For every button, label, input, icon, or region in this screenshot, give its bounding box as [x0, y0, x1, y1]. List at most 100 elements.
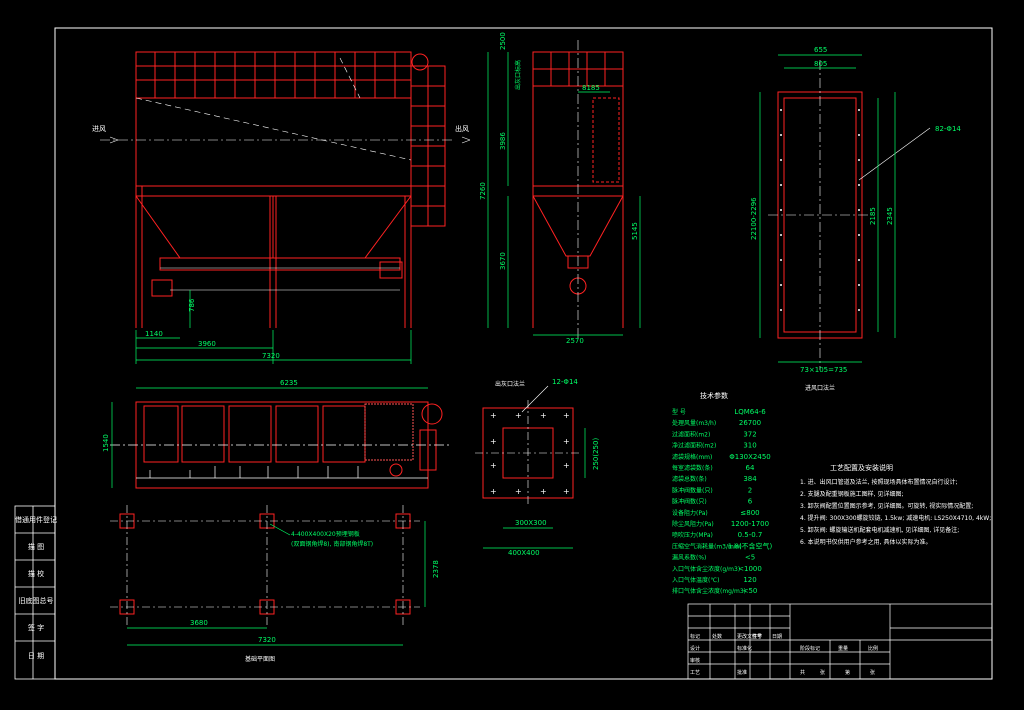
tb-label: 第 — [845, 669, 850, 676]
dim-3960: 3960 — [198, 340, 216, 348]
tb-label: 工艺 — [690, 670, 700, 676]
ash-hole: 12-Φ14 — [552, 378, 578, 386]
tb-label: 张 — [870, 669, 875, 676]
dim-22100: 22100-2296 — [750, 197, 758, 240]
dim-3680: 3680 — [190, 619, 208, 627]
strip-label: 借通用件登记 — [15, 515, 57, 524]
svg-text:+: + — [540, 487, 547, 496]
outlet-label: 出风 — [455, 124, 469, 133]
param-value: 120 — [743, 576, 756, 584]
tb-label: 共 — [800, 669, 805, 676]
dim-6235: 6235 — [280, 379, 298, 387]
svg-text:+: + — [490, 437, 497, 446]
ash-d300: 300X300 — [515, 519, 547, 527]
bolt-holes — [780, 109, 860, 311]
param-label: 滤袋规格(mm) — [672, 453, 712, 461]
tb-label: 批准 — [737, 669, 747, 676]
strip-label: 签 字 — [28, 623, 44, 632]
foundation-view: 4-400X400X20预埋钢板 (双面钢角焊8), 南部钢角焊8T) 2378… — [110, 505, 440, 663]
svg-text:+: + — [490, 487, 497, 496]
param-label: 每室滤袋数(条) — [672, 464, 713, 472]
tb-label: 标准化 — [737, 645, 752, 652]
strip-label: 日 期 — [28, 652, 44, 660]
right-view-caption: 进风口法兰 — [805, 384, 835, 392]
install-notes: 工艺配置及安装说明 1. 进、出风口管道及法兰, 按照现场具体布置情况自行设计;… — [800, 463, 991, 546]
param-label: 喷吹压力(MPa) — [672, 531, 713, 539]
param-label: 除尘风阻力(Pa) — [672, 520, 714, 528]
dim-3986: 3986 — [499, 132, 507, 150]
param-value: <1000 — [738, 565, 762, 573]
dim-7260: 7260 — [479, 182, 487, 200]
strip-label: 旧底图总号 — [19, 596, 54, 605]
dim-2345: 2345 — [886, 207, 894, 225]
plan-view: 6235 1540 — [102, 379, 450, 489]
dim-5145: 5145 — [631, 222, 639, 240]
param-label: 净过滤面积(m2) — [672, 442, 716, 450]
param-label: 处理风量(m3/h) — [672, 419, 716, 427]
tb-label: 处数 — [712, 633, 722, 640]
svg-text:+: + — [563, 461, 570, 470]
ash-d250: 250(250) — [592, 438, 600, 470]
note-line: 6. 本说明书仅供用户参考之用, 具体以实际为准。 — [800, 538, 931, 546]
param-value: 26700 — [739, 419, 761, 427]
ash-flange-view: 出灰口法兰 ++++ ++ ++ ++++ 12-Φ14 250(250) 30… — [475, 378, 600, 557]
ash-d400: 400X400 — [508, 549, 540, 557]
tech-title: 技术参数 — [700, 391, 728, 400]
dim-1140: 1140 — [145, 330, 163, 338]
param-label: 滤袋总数(条) — [672, 475, 707, 483]
foundation-note-1: 4-400X400X20预埋钢板 — [291, 530, 360, 538]
ash-flange-title: 出灰口法兰 — [495, 380, 525, 388]
left-strip-table — [14, 505, 56, 680]
tb-label: 签字 — [752, 633, 762, 640]
param-label: 排口气体含尘浓度(mg/m3) — [672, 587, 746, 595]
side-view: 2500 8185 3986 7260 5145 3670 2570 出灰口标高 — [479, 32, 641, 345]
tb-label: 重量 — [838, 645, 848, 652]
strip-label: 描 校 — [28, 569, 44, 578]
svg-text:+: + — [563, 411, 570, 420]
left-strip-labels: 借通用件登记 描 图 描 校 旧底图总号 签 字 日 期 — [15, 515, 57, 660]
dim-bottom: 73×105=735 — [800, 366, 847, 374]
title-block — [687, 603, 993, 680]
param-label: 漏风系数(%) — [672, 554, 706, 562]
dim-655: 655 — [814, 46, 827, 54]
param-label: 型 号 — [672, 408, 686, 416]
tb-label: 张 — [820, 669, 825, 676]
param-value: 384 — [743, 475, 757, 483]
param-value: 64 — [746, 464, 755, 472]
param-label: 脉冲阀数量(只) — [672, 486, 713, 494]
title-block-labels: 标记 处数 更改文件号 签字 日期 设计 标准化 审核 工艺 批准 阶段标记 重… — [690, 633, 878, 676]
param-label: 过滤面积(m2) — [672, 430, 710, 438]
param-value: LQM64-6 — [734, 408, 766, 416]
param-value: <5 — [745, 554, 755, 562]
tb-label: 阶段标记 — [800, 645, 820, 652]
dim-2378: 2378 — [432, 560, 440, 578]
param-value: 2 — [748, 486, 752, 494]
param-value: 0.5-0.7 — [738, 531, 763, 539]
foundation-caption: 基础平面图 — [245, 655, 275, 663]
param-label: 压缩空气消耗量(m3/min) — [672, 542, 742, 550]
param-value: ≤800 — [740, 509, 759, 517]
tb-label: 更改文件号 — [737, 633, 762, 640]
strip-label: 描 图 — [28, 542, 44, 551]
dim-7320-b: 7320 — [258, 636, 276, 644]
svg-text:+: + — [490, 461, 497, 470]
tb-label: 审核 — [690, 657, 700, 664]
param-value: 1200-1700 — [731, 520, 769, 528]
tb-label: 比例 — [868, 645, 878, 652]
param-value: Φ130X2450 — [729, 453, 770, 461]
param-label: 设备阻力(Pa) — [672, 509, 708, 517]
svg-text:+: + — [490, 411, 497, 420]
svg-text:+: + — [540, 411, 547, 420]
dim-786: 786 — [188, 298, 196, 312]
param-label: 脉冲阀数(只) — [672, 498, 707, 506]
svg-text:+: + — [563, 437, 570, 446]
param-value: 372 — [743, 430, 756, 438]
main-front-view: 进风 出风 1140 3960 7320 786 — [92, 51, 471, 364]
svg-text:+: + — [515, 411, 522, 420]
dim-side-top: 2500 — [499, 32, 507, 50]
dim-note: 出灰口标高 — [514, 60, 522, 90]
notes-title: 工艺配置及安装说明 — [830, 463, 893, 472]
tb-label: 设计 — [690, 645, 700, 652]
dim-2185: 2185 — [869, 207, 877, 225]
